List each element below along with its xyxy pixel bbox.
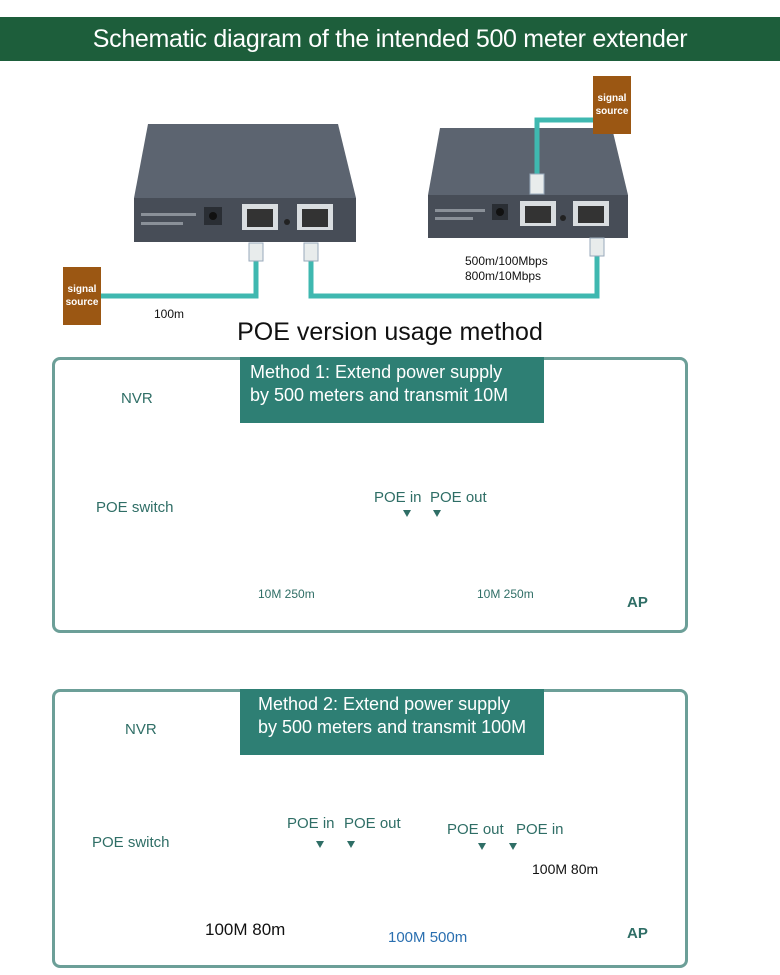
speed-line-2: 800m/10Mbps	[465, 269, 542, 283]
ap-label-1: AP	[627, 594, 648, 611]
signal-source-right: signal source	[593, 76, 631, 134]
ext1-poe-in-label: POE in	[287, 815, 335, 832]
rj45-plugs	[248, 173, 605, 262]
header-banner: Schematic diagram of the intended 500 me…	[0, 17, 780, 61]
segment-label-m2-1: 100M 80m	[205, 920, 286, 939]
signal-source-left: signal source	[63, 267, 101, 325]
extender-device-2	[428, 128, 628, 238]
poe-switch-label-1: POE switch	[96, 499, 174, 516]
segment-label-2: 10M 250m	[477, 587, 534, 601]
method1-title-line1: Method 1: Extend power supply	[250, 362, 503, 382]
ap-label-2: AP	[627, 925, 648, 942]
method2-title-line1: Method 2: Extend power supply	[258, 694, 511, 714]
arrow-down-icon	[347, 841, 355, 848]
poe-in-label-1: POE in	[374, 489, 422, 506]
top-cables	[100, 117, 600, 299]
segment-label-m2-3: 100M 80m	[532, 861, 599, 877]
arrow-down-icon	[316, 841, 324, 848]
speed-line-1: 500m/100Mbps	[465, 254, 548, 268]
method1-title: Method 1: Extend power supply by 500 met…	[240, 357, 544, 423]
arrow-down-icon	[478, 843, 486, 850]
arrow-down-icon	[509, 843, 517, 850]
arrow-down-icon	[433, 510, 441, 517]
cable-length-100m: 100m	[154, 307, 185, 321]
segment-label-m2-2: 100M 500m	[388, 929, 468, 946]
ext2-poe-in-label: POE in	[516, 821, 564, 838]
section-subtitle: POE version usage method	[237, 318, 543, 346]
poe-out-label-1: POE out	[430, 489, 487, 506]
method2-title-line2: by 500 meters and transmit 100M	[258, 717, 527, 737]
ext2-poe-out-label: POE out	[447, 821, 504, 838]
method1-title-line2: by 500 meters and transmit 10M	[250, 385, 509, 405]
ext1-poe-out-label: POE out	[344, 815, 401, 832]
poe-switch-label-2: POE switch	[92, 834, 170, 851]
nvr-label-2: NVR	[125, 721, 157, 738]
arrow-down-icon	[403, 510, 411, 517]
extender-device-1	[134, 124, 356, 242]
method2-title: Method 2: Extend power supply by 500 met…	[240, 689, 544, 755]
segment-label-1: 10M 250m	[258, 587, 315, 601]
nvr-label-1: NVR	[121, 390, 153, 407]
